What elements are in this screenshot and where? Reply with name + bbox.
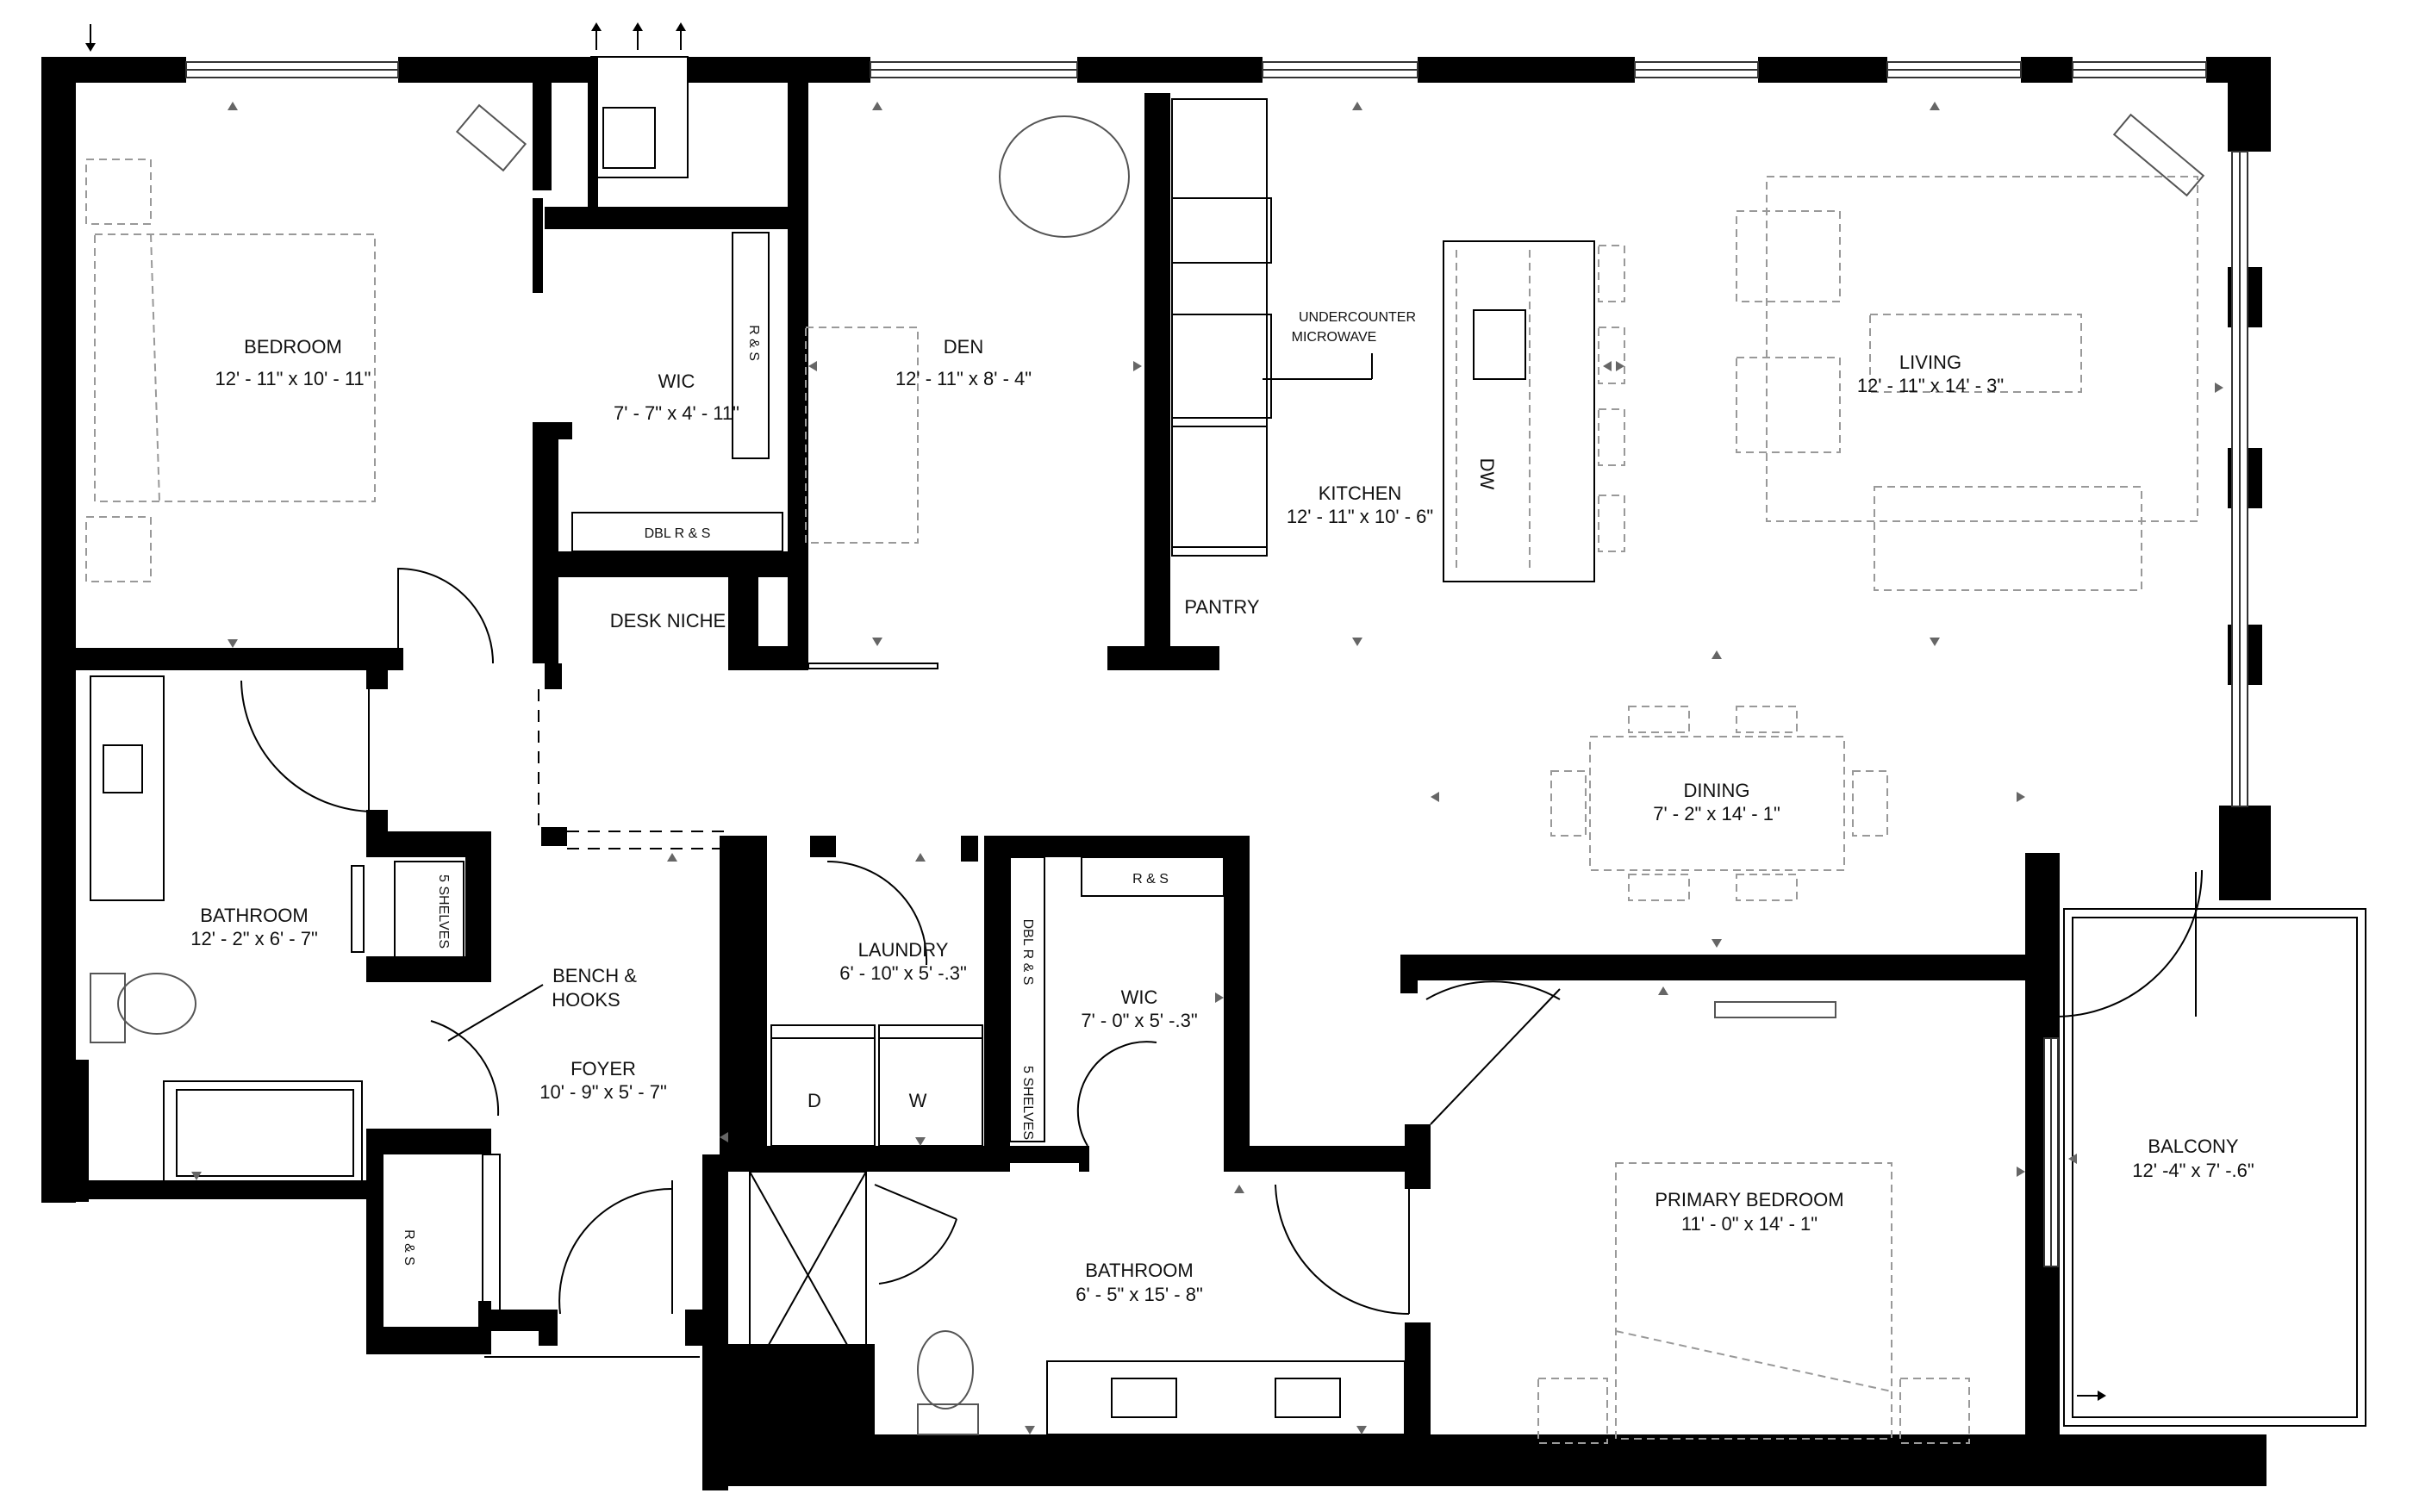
balcony-name: BALCONY <box>2148 1136 2238 1157</box>
wic1-dims: 7' - 7" x 4' - 11" <box>614 402 739 424</box>
dining-name: DINING <box>1684 780 1750 801</box>
desk-niche-label: DESK NICHE <box>610 610 726 632</box>
kitchen-dims: 12' - 11" x 10' - 6" <box>1287 506 1433 527</box>
bedroom-name: BEDROOM <box>244 336 342 358</box>
undercounter-label-1: UNDERCOUNTER <box>1299 310 1416 325</box>
bathroom1-dims: 12' - 2" x 6' - 7" <box>190 928 318 949</box>
balcony-dims: 12' -4" x 7' -.6" <box>2132 1160 2254 1181</box>
leader-lines <box>447 353 1373 1042</box>
rs-wic2-label: R & S <box>1132 872 1169 887</box>
markers <box>191 102 2223 1434</box>
bedroom-dims: 12' - 11" x 10' - 11" <box>215 368 371 389</box>
furniture <box>85 56 2366 1444</box>
five-shelves-label-2: 5 SHELVES <box>1020 1066 1035 1140</box>
washer-label: W <box>909 1090 927 1111</box>
wic1-name: WIC <box>658 370 695 392</box>
interior-walls <box>41 57 2042 1490</box>
foyer-name: FOYER <box>571 1058 636 1080</box>
living-dims: 12' - 11" x 14' - 3" <box>1857 375 2004 396</box>
den-dims: 12' - 11" x 8' - 4" <box>895 368 1032 389</box>
fixture-labels: R & S DBL R & S DESK NICHE PANTRY UNDERC… <box>402 310 1498 1266</box>
doors <box>240 567 2203 1315</box>
dryer-label: D <box>807 1090 821 1111</box>
rs1-label: R & S <box>746 325 761 361</box>
pantry-label: PANTRY <box>1184 596 1260 618</box>
windows <box>185 61 2248 1267</box>
primary-bedroom-dims: 11' - 0" x 14' - 1" <box>1681 1213 1818 1235</box>
laundry-name: LAUNDRY <box>858 939 949 961</box>
dining-dims: 7' - 2" x 14' - 1" <box>1653 803 1780 824</box>
kitchen-name: KITCHEN <box>1319 482 1402 504</box>
room-labels: BEDROOM 12' - 11" x 10' - 11" WIC 7' - 7… <box>190 336 2254 1305</box>
rs-foyer-label: R & S <box>402 1229 416 1266</box>
laundry-dims: 6' - 10" x 5' -.3" <box>839 962 967 984</box>
top-arrows <box>85 22 2106 1401</box>
bench-label-2: HOOKS <box>552 989 620 1011</box>
wic2-dims: 7' - 0" x 5' -.3" <box>1081 1010 1197 1031</box>
primary-bedroom-name: PRIMARY BEDROOM <box>1655 1189 1843 1210</box>
dbl-rs1-label: DBL R & S <box>645 526 711 541</box>
exterior-walls <box>41 57 2271 1486</box>
bathroom2-dims: 6' - 5" x 15' - 8" <box>1076 1284 1203 1305</box>
undercounter-label-2: MICROWAVE <box>1292 330 1377 345</box>
openings <box>538 689 724 849</box>
wic2-name: WIC <box>1121 986 1158 1008</box>
bathroom2-name: BATHROOM <box>1085 1260 1193 1281</box>
foyer-dims: 10' - 9" x 5' - 7" <box>539 1081 667 1103</box>
bathroom1-name: BATHROOM <box>200 905 308 926</box>
den-name: DEN <box>944 336 983 358</box>
dbl-rs2-label: DBL R & S <box>1020 919 1035 986</box>
dw-label: DW <box>1476 458 1498 490</box>
bench-label-1: BENCH & <box>552 965 637 986</box>
five-shelves-label-1: 5 SHELVES <box>436 874 451 949</box>
living-name: LIVING <box>1899 352 1961 373</box>
